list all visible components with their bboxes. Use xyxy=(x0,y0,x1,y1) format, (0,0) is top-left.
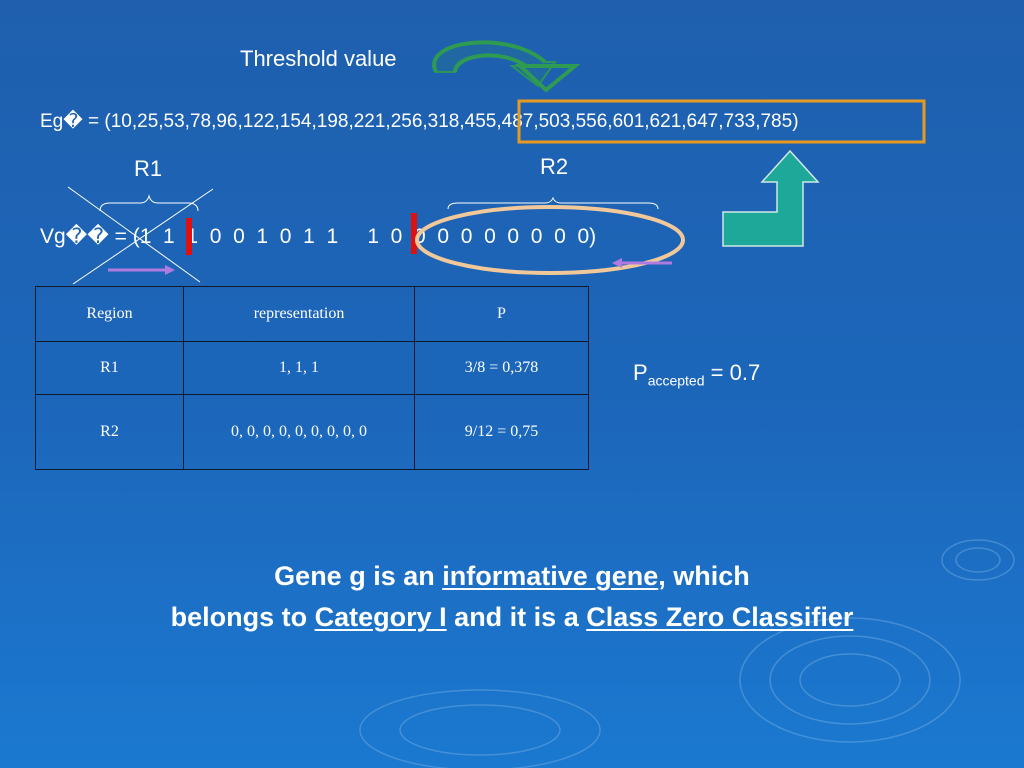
eg-values: (10,25,53,78,96,122,154,198,221,256,318,… xyxy=(104,111,799,132)
vg-expression: Vg�� = (1 1 1 0 0 1 0 1 1 1 0 0 0 0 0 0 … xyxy=(40,224,596,249)
cell-p: 9/12 = 0,75 xyxy=(414,394,589,470)
r1-label: R1 xyxy=(134,156,163,181)
table-row: R2 0, 0, 0, 0, 0, 0, 0, 0, 0 9/12 = 0,75 xyxy=(35,394,589,470)
r2-label: R2 xyxy=(540,154,569,179)
conclusion-text: , which xyxy=(658,561,750,591)
header-representation: representation xyxy=(183,286,415,342)
eg-expression: Eg� = (10,25,53,78,96,122,154,198,221,25… xyxy=(40,110,799,133)
ripple-decoration xyxy=(359,539,1015,768)
cross-line-1 xyxy=(67,186,201,283)
cell-representation: 0, 0, 0, 0, 0, 0, 0, 0, 0 xyxy=(183,394,415,470)
p-subscript: accepted xyxy=(647,372,705,389)
r2-brace xyxy=(447,196,659,210)
threshold-highlight-box xyxy=(517,99,926,144)
conclusion-line-1: Gene g is an informative gene, which xyxy=(0,561,1024,592)
p-symbol: P xyxy=(633,360,648,385)
vg-values: (1 1 1 0 0 1 0 1 1 1 0 0 0 0 0 0 0 0 0) xyxy=(132,225,597,248)
table-row: R1 1, 1, 1 3/8 = 0,378 xyxy=(35,341,589,395)
vg-prefix: Vg�� = xyxy=(40,225,127,248)
r2-ellipse xyxy=(415,205,685,275)
arrow-right-icon xyxy=(165,265,175,275)
header-p: P xyxy=(414,286,589,342)
cell-region: R1 xyxy=(35,341,184,395)
p-accepted-expression: Paccepted = 0.7 xyxy=(633,360,760,388)
up-arrow-icon xyxy=(722,149,820,247)
header-region: Region xyxy=(35,286,184,342)
classifier-term: Class Zero Classifier xyxy=(586,602,854,632)
separator-bar-1 xyxy=(186,218,192,255)
category-term: Category I xyxy=(314,602,447,632)
conclusion-text: and it is a xyxy=(446,602,587,632)
conclusion-text: belongs to xyxy=(170,602,315,632)
arrow-left-icon xyxy=(612,258,622,268)
cross-line-2 xyxy=(72,188,214,285)
table-header-row: Region representation P xyxy=(35,286,589,342)
cell-p: 3/8 = 0,378 xyxy=(414,341,589,395)
informative-gene-term: informative gene xyxy=(442,561,659,591)
cell-region: R2 xyxy=(35,394,184,470)
conclusion-text: Gene g is an xyxy=(274,561,443,591)
region-table: Region representation P R1 1, 1, 1 3/8 =… xyxy=(35,286,589,470)
separator-bar-2 xyxy=(411,213,417,254)
conclusion-line-2: belongs to Category I and it is a Class … xyxy=(0,602,1024,633)
threshold-value-label: Threshold value xyxy=(240,46,397,71)
eg-prefix: Eg� = xyxy=(40,111,100,132)
p-value: = 0.7 xyxy=(710,360,761,385)
cell-representation: 1, 1, 1 xyxy=(183,341,415,395)
